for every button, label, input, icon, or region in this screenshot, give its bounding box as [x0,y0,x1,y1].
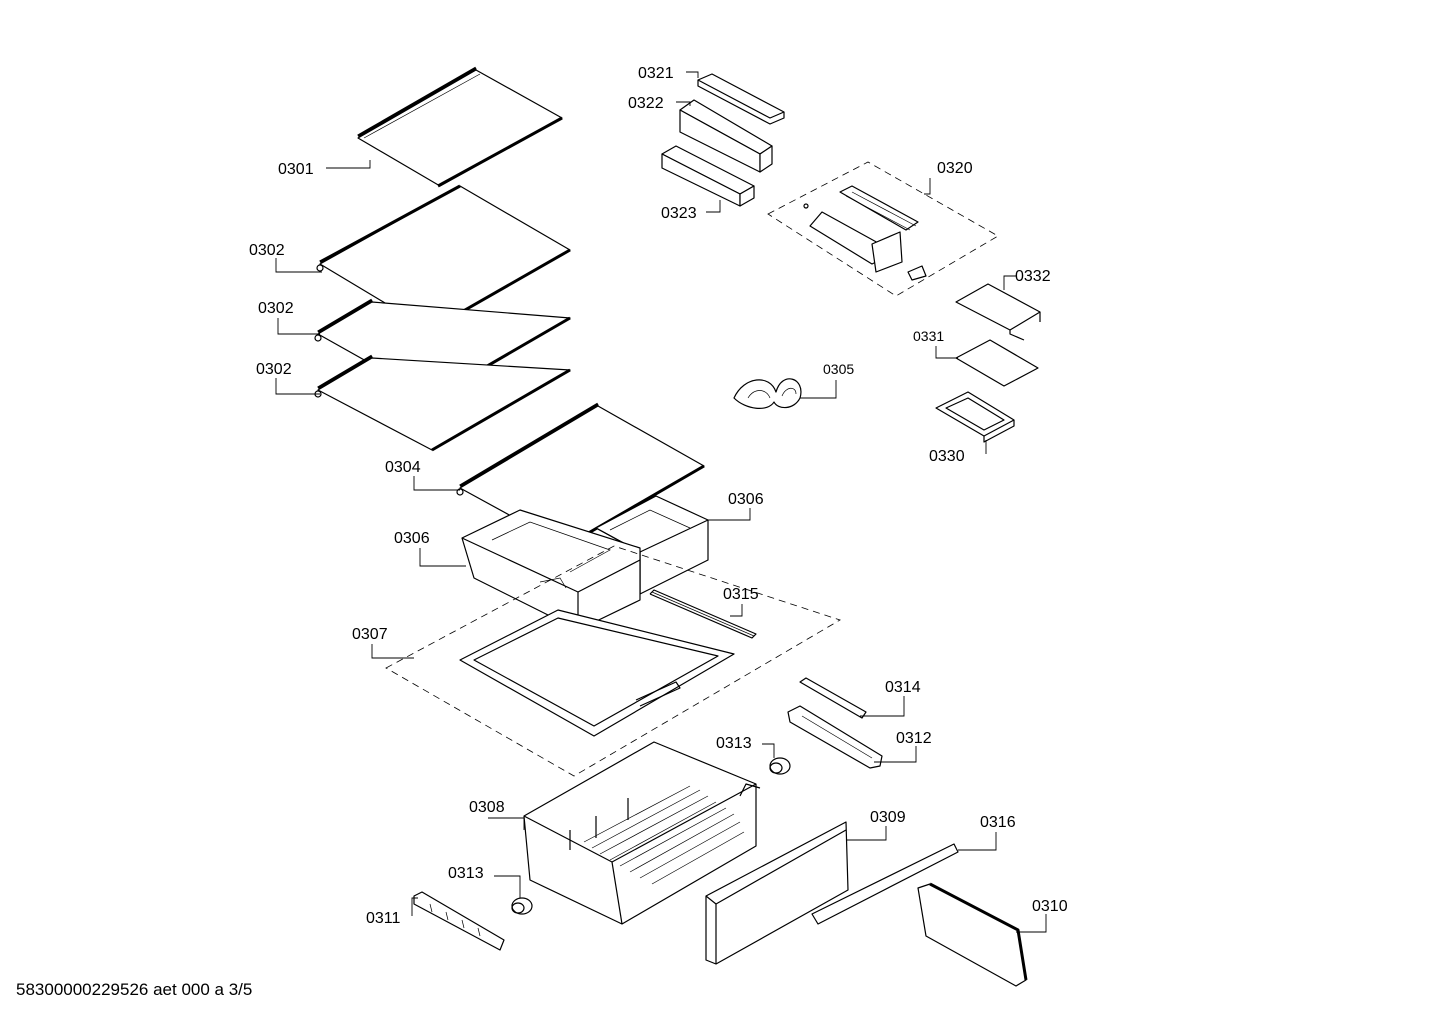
label-0306-right: 0306 [728,491,764,508]
part-0315-rail [649,589,757,639]
label-0315: 0315 [723,586,759,603]
part-0323-tray [661,145,755,207]
part-0311-bracket [413,891,505,951]
label-0323: 0323 [661,205,697,222]
part-0320-icemaker [767,161,999,297]
label-0316: 0316 [980,814,1016,831]
label-0313-lower: 0313 [448,865,484,882]
part-0332-shelf [955,283,1041,341]
label-0302-a: 0302 [249,242,285,259]
part-0316-trim [811,843,959,925]
label-0331: 0331 [913,328,944,344]
label-0332: 0332 [1015,268,1051,285]
label-0330: 0330 [929,448,965,465]
label-0302-b: 0302 [258,300,294,317]
label-0302-c: 0302 [256,361,292,378]
document-id-footer: 58300000229526 aet 000 a 3/5 [16,980,253,999]
leader-lines [275,71,1047,933]
label-0309: 0309 [870,809,906,826]
label-0321: 0321 [638,65,674,82]
label-0304: 0304 [385,459,421,476]
label-0310: 0310 [1032,898,1068,915]
part-0308-bin [523,741,761,925]
part-labels: 0301 0302 0302 0302 0304 0305 0306 0306 … [249,65,1068,927]
part-0309-drawer-front [705,821,849,965]
part-0307-frame [385,545,841,777]
part-0313-roller-lower [511,897,533,915]
bin-ribs [583,785,745,885]
part-0301-shelf [357,66,563,188]
label-0306-left: 0306 [394,530,430,547]
part-0306-drawer-left [461,509,641,631]
part-0310-divider [917,882,1028,987]
part-0314-slide [799,677,867,719]
label-0320: 0320 [937,160,973,177]
label-0314: 0314 [885,679,921,696]
part-0302-shelf-3 [314,354,571,452]
label-0301: 0301 [278,161,314,178]
label-0307: 0307 [352,626,388,643]
part-0313-roller-upper [769,757,791,775]
part-0322-housing [679,99,773,173]
label-0322: 0322 [628,95,664,112]
label-0311: 0311 [366,910,401,927]
part-0305-egg-tray [733,378,802,409]
part-0312-guide [787,705,883,769]
label-0305: 0305 [823,361,854,377]
label-0312: 0312 [896,730,932,747]
label-0313-upper: 0313 [716,735,752,752]
label-0308: 0308 [469,799,505,816]
part-0330-tray [935,391,1015,443]
part-0331-glass [955,339,1039,387]
part-0321-cover [697,73,785,125]
